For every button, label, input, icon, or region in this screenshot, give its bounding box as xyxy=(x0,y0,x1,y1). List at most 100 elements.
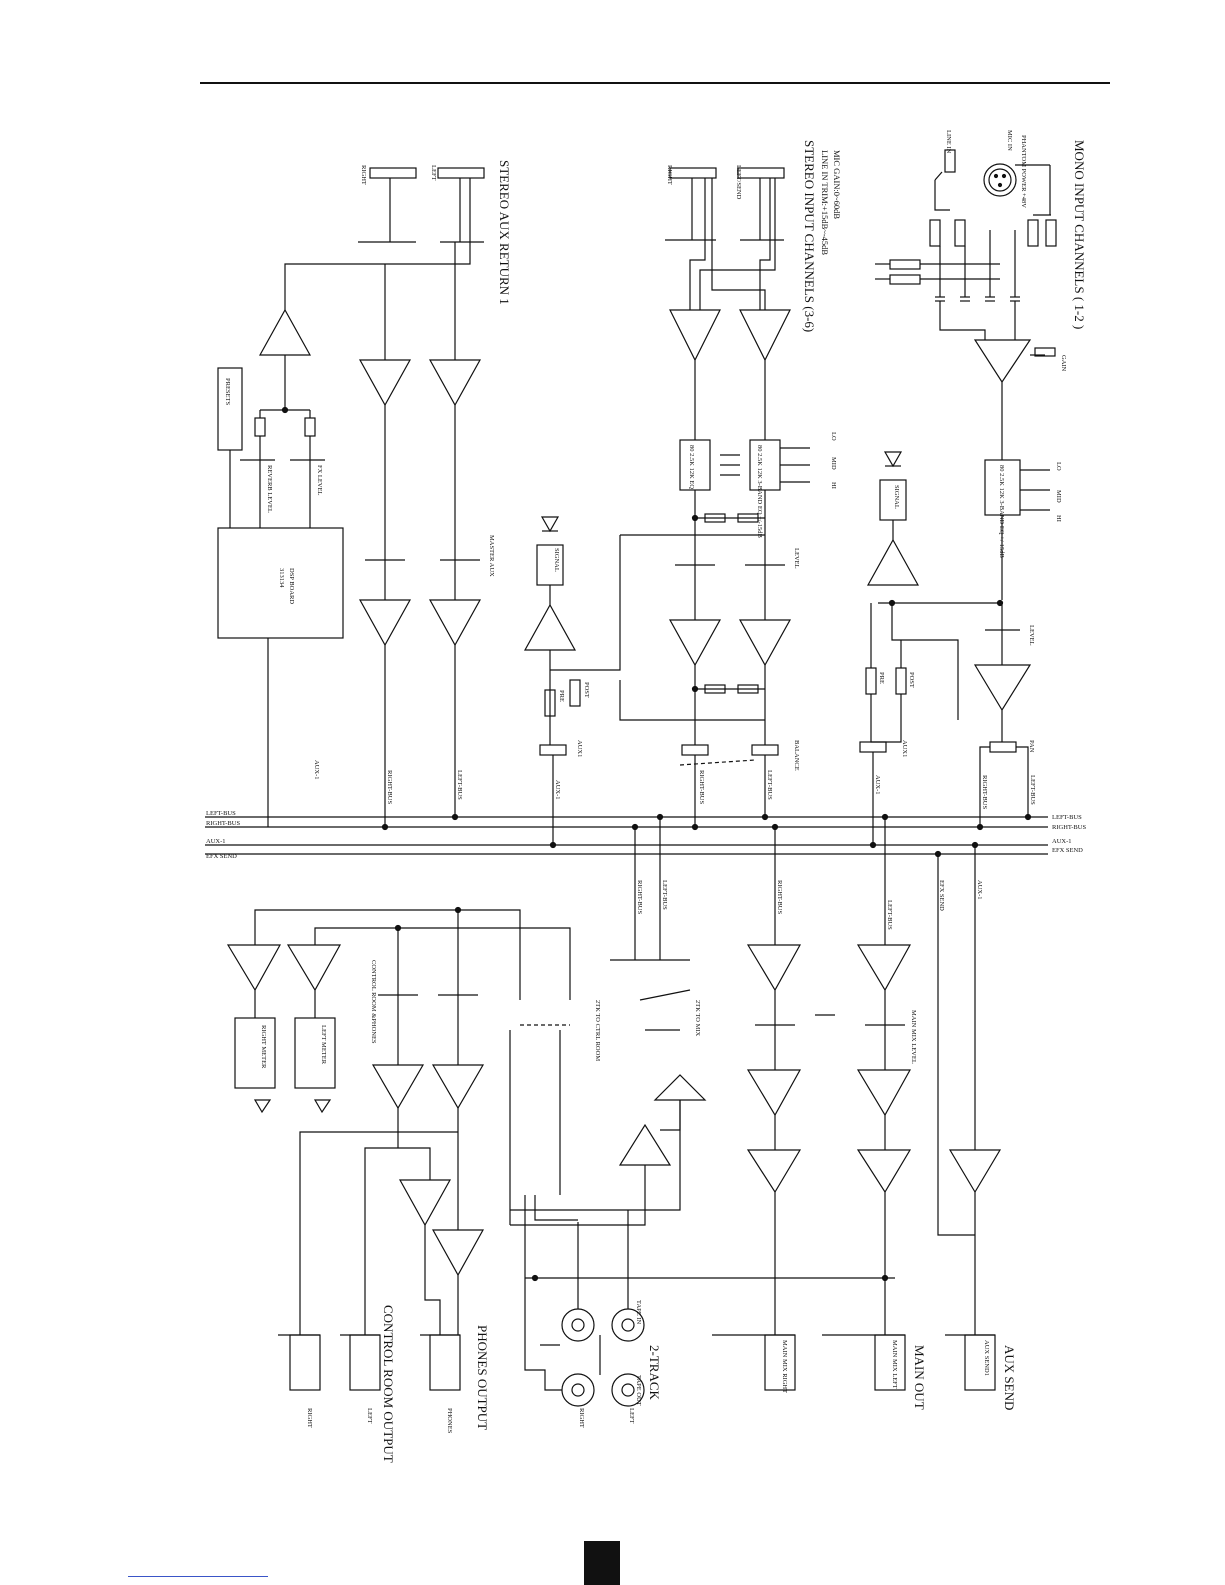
svg-text:AUX1: AUX1 xyxy=(576,740,583,757)
svg-text:RIGHT-BUS: RIGHT-BUS xyxy=(1052,824,1086,831)
control-room-labels: PHONES OUTPUT CONTROL ROOM OUTPUT CONTRO… xyxy=(260,960,490,1463)
svg-text:AUX-1: AUX-1 xyxy=(874,775,881,795)
mono-input-labels: MONO INPUT CHANNELS ( 1-2 ) MIC GAIN:0~6… xyxy=(820,130,1087,809)
svg-text:MAIN MIX LEFT: MAIN MIX LEFT xyxy=(891,1340,898,1389)
svg-text:LEVEL: LEVEL xyxy=(1028,625,1035,646)
svg-text:LEFT-BUS: LEFT-BUS xyxy=(886,900,893,930)
svg-text:RIGHT: RIGHT xyxy=(666,165,673,185)
svg-text:MAIN MIX RIGHT: MAIN MIX RIGHT xyxy=(781,1340,788,1393)
svg-text:EFX SEND: EFX SEND xyxy=(938,880,945,911)
main-out-title: MAIN OUT xyxy=(912,1345,927,1410)
svg-text:EFX SEND: EFX SEND xyxy=(1052,847,1083,854)
svg-text:TAPE OUT: TAPE OUT xyxy=(635,1375,642,1406)
svg-text:RIGHT-BUS: RIGHT-BUS xyxy=(776,880,783,914)
phones-output-title: PHONES OUTPUT xyxy=(475,1325,490,1430)
svg-text:TAPE IN: TAPE IN xyxy=(635,1300,642,1325)
svg-text:LO: LO xyxy=(1055,462,1062,471)
svg-text:MID: MID xyxy=(1055,490,1062,503)
svg-text:MASTER AUX: MASTER AUX xyxy=(488,535,495,577)
svg-text:80 2.5K 12K 3-BAND EQ +/-15d: 80 2.5K 12K 3-BAND EQ +/-15dB xyxy=(998,465,1005,559)
svg-text:EFX SEND: EFX SEND xyxy=(206,853,237,860)
stereo-aux-return xyxy=(217,167,485,827)
svg-text:DSP BOARD: DSP BOARD xyxy=(288,568,295,604)
svg-text:LEFT-BUS: LEFT-BUS xyxy=(206,810,236,817)
control-room-section xyxy=(226,906,571,1391)
two-track-labels: 2-TRACK TAPE IN TAPE OUT LEFT RIGHT 2TK … xyxy=(578,880,701,1428)
bus-lines xyxy=(205,816,1048,855)
svg-text:AUX-1: AUX-1 xyxy=(976,880,983,900)
svg-text:80 2.5K 12K EQ: 80 2.5K 12K EQ xyxy=(688,445,695,489)
svg-text:PRE: PRE xyxy=(558,690,565,702)
mono-input-title: MONO INPUT CHANNELS ( 1-2 ) xyxy=(1072,140,1087,329)
svg-text:LEFT-BUS: LEFT-BUS xyxy=(1052,814,1082,821)
svg-text:RIGHT-BUS: RIGHT-BUS xyxy=(386,770,393,804)
footer-link-underline[interactable] xyxy=(128,1576,268,1577)
svg-text:LINE IN: LINE IN xyxy=(945,130,952,154)
svg-text:2TK TO CTRL ROOM: 2TK TO CTRL ROOM xyxy=(594,1000,601,1061)
svg-text:LEVEL: LEVEL xyxy=(793,548,800,569)
svg-text:PAN: PAN xyxy=(1028,740,1035,753)
bus-junctions xyxy=(381,813,1032,858)
bus-labels: LEFT-BUS RIGHT-BUS AUX-1 EFX SEND LEFT-B… xyxy=(206,810,1086,860)
svg-text:RIGHT-BUS: RIGHT-BUS xyxy=(981,775,988,809)
svg-text:AUX-1: AUX-1 xyxy=(313,760,320,780)
control-room-output-title: CONTROL ROOM OUTPUT xyxy=(381,1305,396,1463)
output-section-right xyxy=(525,817,1002,1391)
svg-text:HI: HI xyxy=(830,482,837,489)
svg-text:2TK TO MIX: 2TK TO MIX xyxy=(694,1000,701,1037)
svg-text:313134: 313134 xyxy=(278,568,285,588)
svg-text:RIGHT-BUS: RIGHT-BUS xyxy=(698,770,705,804)
svg-text:MIC GAIN:0~60dB: MIC GAIN:0~60dB xyxy=(832,150,842,219)
svg-text:LEFT: LEFT xyxy=(628,1408,635,1424)
svg-text:RIGHT: RIGHT xyxy=(306,1408,313,1428)
svg-text:REVERB LEVEL: REVERB LEVEL xyxy=(266,465,273,513)
stereo-input-labels: STEREO INPUT CHANNELS (3-6) LEFT/SEND RI… xyxy=(553,140,837,804)
stereo-input-channel xyxy=(523,167,810,845)
svg-text:AUX-1: AUX-1 xyxy=(554,780,561,800)
two-track-title: 2-TRACK xyxy=(647,1345,662,1401)
svg-text:80 2.5K 12K 3-BAND EQ +/-15d: 80 2.5K 12K 3-BAND EQ +/-15dB xyxy=(756,445,763,539)
svg-text:SIGNAL: SIGNAL xyxy=(553,548,560,572)
svg-text:LEFT: LEFT xyxy=(366,1408,373,1424)
aux-send-title: AUX SEND xyxy=(1002,1345,1017,1410)
svg-text:RIGHT-BUS: RIGHT-BUS xyxy=(206,820,240,827)
svg-text:LEFT: LEFT xyxy=(430,165,437,181)
svg-text:PRE: PRE xyxy=(878,672,885,684)
stereo-input-title: STEREO INPUT CHANNELS (3-6) xyxy=(802,140,817,332)
svg-text:PRESETS: PRESETS xyxy=(224,378,231,405)
svg-text:POST: POST xyxy=(908,672,915,688)
svg-text:HI: HI xyxy=(1055,515,1062,522)
mono-input-channel xyxy=(859,149,1057,845)
svg-text:RIGHT: RIGHT xyxy=(578,1408,585,1428)
stereo-aux-return-title: STEREO AUX RETURN 1 xyxy=(497,160,512,305)
svg-text:RIGHT METER: RIGHT METER xyxy=(260,1025,267,1069)
svg-text:LEFT-BUS: LEFT-BUS xyxy=(1029,775,1036,805)
svg-text:CONTROL ROOM &PHONES: CONTROL ROOM &PHONES xyxy=(370,960,377,1044)
svg-text:FX LEVEL: FX LEVEL xyxy=(316,465,323,496)
svg-text:BALANCE: BALANCE xyxy=(793,740,800,771)
svg-text:AUX1: AUX1 xyxy=(901,740,908,757)
svg-text:PHONES: PHONES xyxy=(446,1408,453,1434)
svg-text:AUX-1: AUX-1 xyxy=(1052,838,1072,845)
svg-text:RIGHT: RIGHT xyxy=(360,165,367,185)
page-number-box xyxy=(584,1541,620,1585)
header-rule xyxy=(200,82,1110,84)
svg-text:LEFT-BUS: LEFT-BUS xyxy=(766,770,773,800)
svg-text:LEFT/SEND: LEFT/SEND xyxy=(735,165,742,200)
two-track-section xyxy=(510,817,707,1407)
svg-text:MID: MID xyxy=(830,457,837,470)
svg-text:LEFT METER: LEFT METER xyxy=(320,1025,327,1065)
stereo-aux-return-labels: STEREO AUX RETURN 1 LEFT RIGHT PRESETS R… xyxy=(224,160,512,804)
svg-text:LEFT-BUS: LEFT-BUS xyxy=(661,880,668,910)
svg-text:LINE IN TRIM:+15dB~-45dB: LINE IN TRIM:+15dB~-45dB xyxy=(820,150,830,255)
output-right-labels: AUX SEND MAIN OUT AUX SEND1 MAIN MIX LEF… xyxy=(776,880,1017,1410)
svg-text:MIC IN: MIC IN xyxy=(1006,130,1013,151)
svg-text:MAIN MIX LEVEL: MAIN MIX LEVEL xyxy=(910,1010,917,1064)
svg-text:PHANTOM POWER +48V: PHANTOM POWER +48V xyxy=(1020,135,1027,208)
svg-text:LEFT-BUS: LEFT-BUS xyxy=(456,770,463,800)
svg-text:RIGHT-BUS: RIGHT-BUS xyxy=(636,880,643,914)
svg-text:AUX-1: AUX-1 xyxy=(206,838,226,845)
svg-text:LO: LO xyxy=(830,432,837,441)
